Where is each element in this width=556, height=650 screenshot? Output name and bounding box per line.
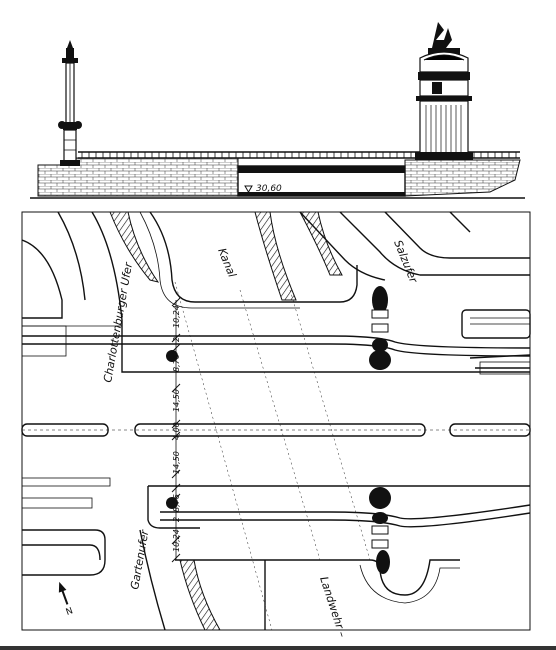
dimension-tick	[171, 431, 181, 441]
street-label-kanal: Kanal	[215, 246, 238, 279]
dim-label-6: 8,76	[172, 494, 181, 512]
left-blocks	[21, 325, 111, 576]
plan-frame	[21, 211, 531, 631]
dimension-tick	[171, 553, 181, 563]
north-arrow-label: N	[65, 606, 75, 618]
canal-bank-right	[299, 211, 343, 276]
level-label: 30,60	[256, 184, 282, 194]
street-label-charlottenburger-ufer: Charlottenburger Ufer	[101, 260, 135, 383]
dim-label-4: 4,00	[172, 422, 181, 440]
dimension-tick	[171, 343, 181, 353]
dimension-tick	[171, 535, 181, 545]
lower-roadway	[147, 485, 531, 529]
pylon-footprint-upper	[166, 286, 391, 370]
bridge-outline	[174, 281, 371, 631]
deck-bottom	[238, 192, 405, 196]
upper-streets	[21, 211, 530, 326]
canal-bank-left	[109, 211, 160, 283]
bottom-edge-strip	[0, 646, 556, 650]
dim-label-7: 10,24	[172, 529, 181, 552]
dim-label-3: 14,50	[172, 389, 181, 412]
dimension-tick	[171, 297, 181, 307]
lower-embankment	[175, 559, 460, 596]
upper-embankment	[149, 211, 358, 303]
bridge-elevation: 30,60	[30, 22, 525, 199]
dim-sep-1: 2	[172, 337, 181, 342]
level-marker: 30,60	[244, 184, 282, 194]
street-label-salzufer: Salzufer	[391, 238, 420, 286]
dimension-chain: 10,24 2 8,76 14,50 4,00 14,50 8,76 2 10,…	[171, 297, 181, 563]
dimension-tick	[171, 383, 181, 393]
right-abutment	[404, 159, 521, 197]
dimension-tick	[171, 493, 181, 503]
canal-bank-middle	[254, 211, 297, 301]
dimension-tick	[171, 419, 181, 429]
dimension-tick	[171, 469, 181, 479]
right-blocks	[461, 309, 531, 375]
street-label-gartenufer: Gartenufer	[128, 528, 151, 591]
dim-sep-2: 2	[172, 517, 181, 522]
pylon-footprint-lower	[166, 487, 391, 574]
north-arrow: N	[58, 581, 75, 618]
canal-bank-lower	[179, 559, 221, 631]
site-plan: 10,24 2 8,76 14,50 4,00 14,50 8,76 2 10,…	[21, 211, 531, 639]
upper-roadway	[22, 325, 531, 373]
dim-label-2: 8,76	[172, 354, 181, 372]
right-pylon	[415, 22, 473, 160]
dimension-tick	[171, 333, 181, 343]
dim-label-5: 14,50	[172, 451, 181, 474]
deck-girder	[238, 166, 405, 173]
central-median	[21, 423, 531, 437]
left-lamp-column	[58, 40, 82, 166]
dimension-tick	[171, 483, 181, 493]
dim-label-1: 10,24	[172, 305, 181, 328]
